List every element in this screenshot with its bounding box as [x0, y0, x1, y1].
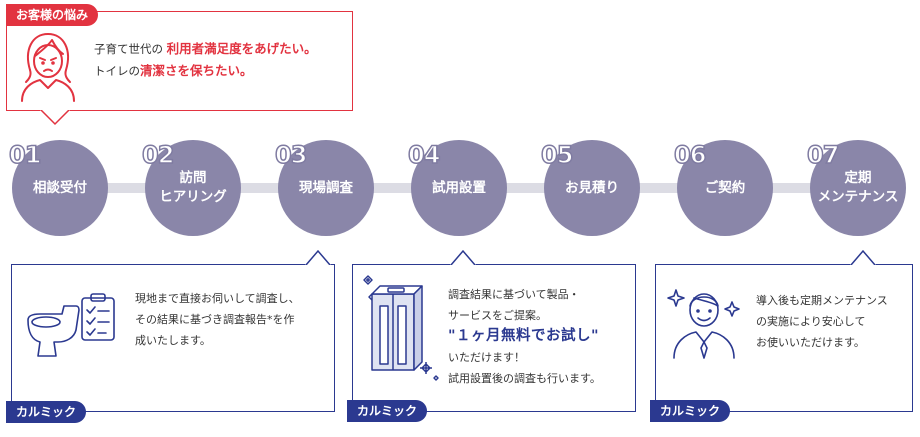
step-2-number: 02: [141, 140, 175, 170]
toilet-clipboard-icon: [27, 293, 115, 357]
survey-line-2: その結果に基づき調査報告*を作: [135, 313, 295, 326]
worry-line2-prefix: トイレの: [94, 64, 140, 78]
step-5-number: 05: [540, 140, 574, 170]
survey-description: 現地まで直接お伺いして調査し、 その結果に基づき調査報告*を作 成いたします。: [135, 288, 300, 351]
customer-worry-box: [6, 11, 353, 111]
worry-line1-prefix: 子育て世代の: [94, 42, 163, 56]
step-1-label: 相談受付: [33, 179, 87, 196]
karumikku-tag-3: カルミック: [650, 400, 731, 422]
trial-line-5: 試用設置後の調査も行います。: [448, 372, 601, 385]
step-1-number: 01: [8, 140, 42, 170]
trial-line-1: 調査結果に基づいて製品・: [448, 288, 580, 301]
step-4-circle: 試用設置: [411, 140, 507, 236]
survey-box: [11, 264, 335, 412]
maintenance-line-3: お使いいただけます。: [756, 336, 865, 349]
step-3-label: 現場調査: [299, 179, 353, 196]
step-6-circle: ご契約: [677, 140, 773, 236]
worried-woman-icon: [21, 33, 75, 102]
worry-line1-highlight: 利用者満足度をあげたい。: [166, 41, 317, 56]
karumikku-tag-2: カルミック: [347, 400, 428, 422]
maintenance-description: 導入後も定期メンテナンス の実施により安心して お使いいただけます。: [756, 290, 888, 353]
trial-description: 調査結果に基づいて製品・ サービスをご提案。 "１ヶ月無料でお試し" いただけま…: [448, 284, 601, 389]
worry-box-pointer: [40, 110, 70, 126]
step-2-circle: 訪問 ヒアリング: [145, 140, 241, 236]
free-trial-emphasis: "１ヶ月無料でお試し": [448, 328, 600, 344]
karumikku-tag-1: カルミック: [6, 401, 87, 423]
step-6-number: 06: [673, 140, 707, 170]
maintenance-box-pointer: [850, 249, 876, 265]
survey-box-pointer: [305, 249, 331, 265]
survey-line-1: 現地まで直接お伺いして調査し、: [135, 292, 300, 305]
maintenance-line-2: の実施により安心して: [756, 315, 866, 328]
step-2-label: 訪問 ヒアリング: [159, 170, 227, 205]
worry-line2-highlight: 清潔さを保ちたい。: [140, 63, 253, 78]
maintenance-line-1: 導入後も定期メンテナンス: [756, 294, 888, 307]
trial-line-2: サービスをご提案。: [448, 309, 547, 322]
trial-box-pointer: [450, 249, 476, 265]
step-6-label: ご契約: [704, 179, 746, 196]
step-3-circle: 現場調査: [278, 140, 374, 236]
maintenance-box: [655, 264, 913, 412]
step-7-circle: 定期 メンテナンス: [810, 140, 906, 236]
step-5-label: お見積り: [565, 179, 619, 196]
step-7-label: 定期 メンテナンス: [817, 170, 899, 205]
worry-tag: お客様の悩み: [6, 4, 99, 26]
step-1-circle: 相談受付: [12, 140, 108, 236]
step-5-circle: お見積り: [544, 140, 640, 236]
trial-line-4: いただけます！: [448, 351, 525, 364]
step-7-number: 07: [806, 140, 840, 170]
dispenser-product-icon: [363, 275, 439, 381]
survey-line-3: 成いたします。: [135, 334, 211, 347]
step-4-label: 試用設置: [432, 179, 486, 196]
smiling-staff-icon: [667, 289, 740, 359]
step-3-number: 03: [274, 140, 308, 170]
step-4-number: 04: [407, 140, 441, 170]
worry-text: 子育て世代の 利用者満足度をあげたい。 トイレの清潔さを保ちたい。: [94, 38, 317, 82]
